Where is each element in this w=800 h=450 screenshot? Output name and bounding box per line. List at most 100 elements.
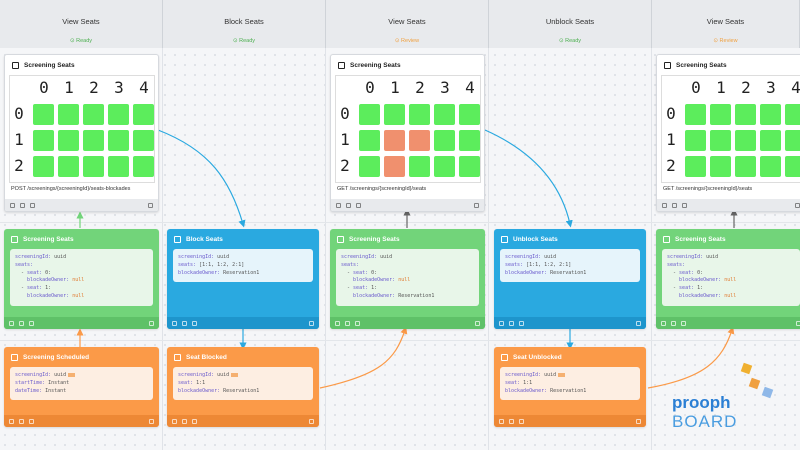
seat-free[interactable]	[710, 156, 731, 177]
comment-icon[interactable]	[356, 202, 361, 208]
seat-free[interactable]	[83, 130, 104, 151]
seat-free[interactable]	[133, 156, 154, 177]
edit-icon[interactable]	[9, 418, 14, 424]
seat-free[interactable]	[760, 130, 781, 151]
trash-icon[interactable]	[636, 320, 641, 326]
trash-icon[interactable]	[796, 320, 800, 326]
edit-icon[interactable]	[172, 320, 177, 326]
seat-free[interactable]	[459, 156, 480, 177]
comment-icon[interactable]	[30, 202, 35, 208]
seat-free[interactable]	[459, 130, 480, 151]
copy-icon[interactable]	[182, 418, 187, 424]
edit-icon[interactable]	[661, 320, 666, 326]
seat-blocked[interactable]	[384, 130, 405, 151]
copy-icon[interactable]	[509, 418, 514, 424]
seat-free[interactable]	[83, 156, 104, 177]
seat-free[interactable]	[108, 104, 129, 125]
comment-icon[interactable]	[29, 418, 34, 424]
seat-blocked[interactable]	[409, 130, 430, 151]
seat-free[interactable]	[710, 130, 731, 151]
trash-icon[interactable]	[636, 418, 641, 424]
column-header-3[interactable]: View Seats ⊙ Review	[326, 0, 489, 48]
copy-icon[interactable]	[509, 320, 514, 326]
edit-icon[interactable]	[9, 320, 14, 326]
seat-free[interactable]	[760, 156, 781, 177]
seat-free[interactable]	[409, 156, 430, 177]
seat-free[interactable]	[735, 156, 756, 177]
edit-icon[interactable]	[499, 320, 504, 326]
seat-free[interactable]	[710, 104, 731, 125]
trash-icon[interactable]	[475, 320, 480, 326]
comment-icon[interactable]	[519, 320, 524, 326]
comment-icon[interactable]	[682, 202, 687, 208]
seat-blocked[interactable]	[384, 156, 405, 177]
seat-free[interactable]	[33, 156, 54, 177]
copy-icon[interactable]	[672, 202, 677, 208]
copy-icon[interactable]	[345, 320, 350, 326]
seat-free[interactable]	[685, 156, 706, 177]
comment-icon[interactable]	[355, 320, 360, 326]
seat-free[interactable]	[785, 130, 800, 151]
seat-free[interactable]	[108, 130, 129, 151]
column-header-2[interactable]: Block Seats ⊙ Ready	[163, 0, 326, 48]
seat-free[interactable]	[58, 104, 79, 125]
copy-icon[interactable]	[671, 320, 676, 326]
edit-icon[interactable]	[335, 320, 340, 326]
seat-free[interactable]	[735, 104, 756, 125]
seat-free[interactable]	[58, 130, 79, 151]
edit-icon[interactable]	[662, 202, 667, 208]
column-header-5[interactable]: View Seats ⊙ Review	[652, 0, 800, 48]
comment-icon[interactable]	[519, 418, 524, 424]
seat-free[interactable]	[434, 104, 455, 125]
comment-icon[interactable]	[29, 320, 34, 326]
trash-icon[interactable]	[795, 202, 800, 208]
seat-free[interactable]	[33, 130, 54, 151]
seat-free[interactable]	[735, 130, 756, 151]
comment-icon[interactable]	[681, 320, 686, 326]
seat-free[interactable]	[685, 130, 706, 151]
edit-icon[interactable]	[336, 202, 341, 208]
trash-icon[interactable]	[474, 202, 479, 208]
copy-icon[interactable]	[20, 202, 25, 208]
trash-icon[interactable]	[309, 320, 314, 326]
trash-icon[interactable]	[148, 202, 153, 208]
trash-icon[interactable]	[149, 320, 154, 326]
seat-free[interactable]	[760, 104, 781, 125]
copy-icon[interactable]	[19, 320, 24, 326]
seat-free[interactable]	[409, 104, 430, 125]
seat-free[interactable]	[58, 156, 79, 177]
edit-icon[interactable]	[499, 418, 504, 424]
copy-icon[interactable]	[346, 202, 351, 208]
seat-free[interactable]	[459, 104, 480, 125]
seat-free[interactable]	[384, 104, 405, 125]
comment-icon[interactable]	[192, 320, 197, 326]
column-header-1[interactable]: View Seats ⊙ Ready	[0, 0, 163, 48]
trash-icon[interactable]	[149, 418, 154, 424]
seat-free[interactable]	[434, 130, 455, 151]
edit-icon[interactable]	[10, 202, 15, 208]
seat-free[interactable]	[108, 156, 129, 177]
seat-free[interactable]	[785, 104, 800, 125]
seat-free[interactable]	[133, 130, 154, 151]
seat-free[interactable]	[133, 104, 154, 125]
seat-free[interactable]	[83, 104, 104, 125]
seat-free[interactable]	[359, 130, 380, 151]
comment-icon[interactable]	[192, 418, 197, 424]
seat-free[interactable]	[785, 156, 800, 177]
seat-free[interactable]	[685, 104, 706, 125]
edit-icon[interactable]	[172, 418, 177, 424]
copy-icon[interactable]	[182, 320, 187, 326]
seat-free[interactable]	[33, 104, 54, 125]
copy-icon[interactable]	[19, 418, 24, 424]
